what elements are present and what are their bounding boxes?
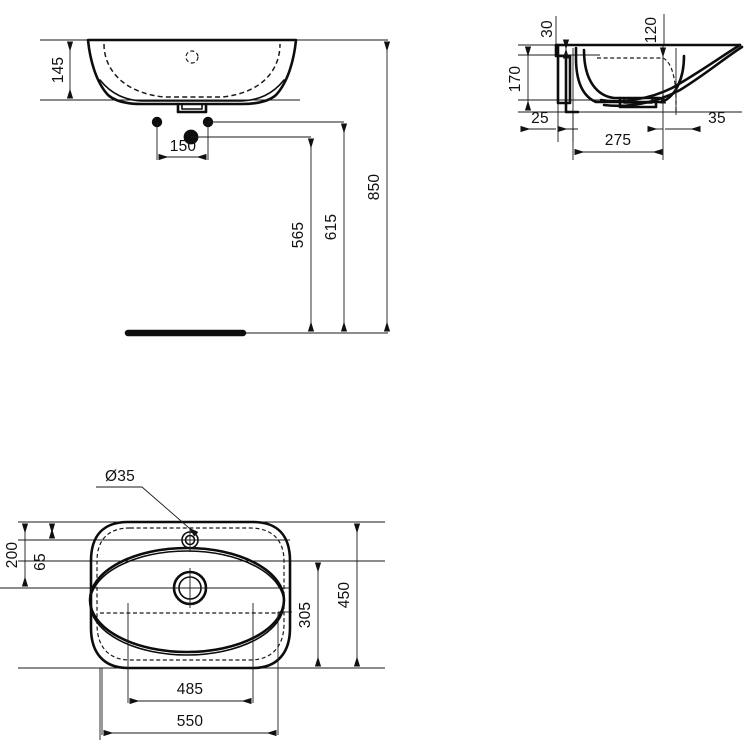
dim-150-label: 150 <box>170 138 197 155</box>
dim-450-label: 450 <box>336 582 353 609</box>
dim-485: 485 <box>127 603 254 705</box>
dim-305-label: 305 <box>297 602 314 628</box>
dim-170-label: 170 <box>507 66 524 93</box>
dim-305: 305 <box>297 562 322 667</box>
dim-615: 615 <box>323 123 348 332</box>
dim-565-label: 565 <box>290 222 307 248</box>
dim-30: 30 <box>539 20 570 59</box>
front-extension-lines <box>40 39 388 334</box>
dim-65-label: 65 <box>32 553 49 571</box>
dim-145-label: 145 <box>50 57 67 83</box>
dim-30-label: 30 <box>539 20 556 38</box>
plan-bowl-outline <box>88 546 286 656</box>
plan-extension-lines <box>0 521 385 740</box>
dim-550-label: 550 <box>177 713 204 730</box>
dim-120: 120 <box>643 17 667 104</box>
plan-waste-hole <box>168 568 214 608</box>
plan-view: Ø35 200 65 305 450 485 <box>0 468 385 740</box>
dim-145: 145 <box>50 41 74 99</box>
dim-275: 275 <box>574 132 663 156</box>
dim-150: 150 <box>158 138 207 161</box>
dim-65: 65 <box>32 523 56 571</box>
dim-35-side: 35 <box>647 110 726 133</box>
dim-850-label: 850 <box>366 174 383 201</box>
front-connection-points <box>151 116 344 160</box>
dim-120-label: 120 <box>643 17 660 44</box>
dim-485-label: 485 <box>177 681 203 698</box>
plan-dia35-leader: Ø35 <box>96 468 199 537</box>
dim-200: 200 <box>4 523 29 587</box>
dim-850: 850 <box>366 41 391 332</box>
dim-450: 450 <box>336 523 361 667</box>
dim-565: 565 <box>290 138 315 332</box>
dim-615-label: 615 <box>323 214 340 240</box>
front-bowl-hidden-contour <box>103 43 281 98</box>
front-elevation-view: 145 150 565 615 <box>40 38 391 337</box>
side-basin-profile <box>554 43 744 114</box>
dim-25-label: 25 <box>531 110 549 127</box>
dim-275-label: 275 <box>605 132 631 149</box>
front-basin-outline <box>86 38 298 114</box>
side-section-view: 30 120 170 25 35 275 <box>507 14 744 160</box>
dim-200-label: 200 <box>4 542 21 569</box>
dim-25: 25 <box>520 110 578 133</box>
dim-35-label: 35 <box>708 110 726 127</box>
dim-170: 170 <box>507 46 532 111</box>
dia35-label: Ø35 <box>105 468 135 485</box>
dim-550: 550 <box>101 612 279 737</box>
front-overflow-hole <box>185 50 199 64</box>
